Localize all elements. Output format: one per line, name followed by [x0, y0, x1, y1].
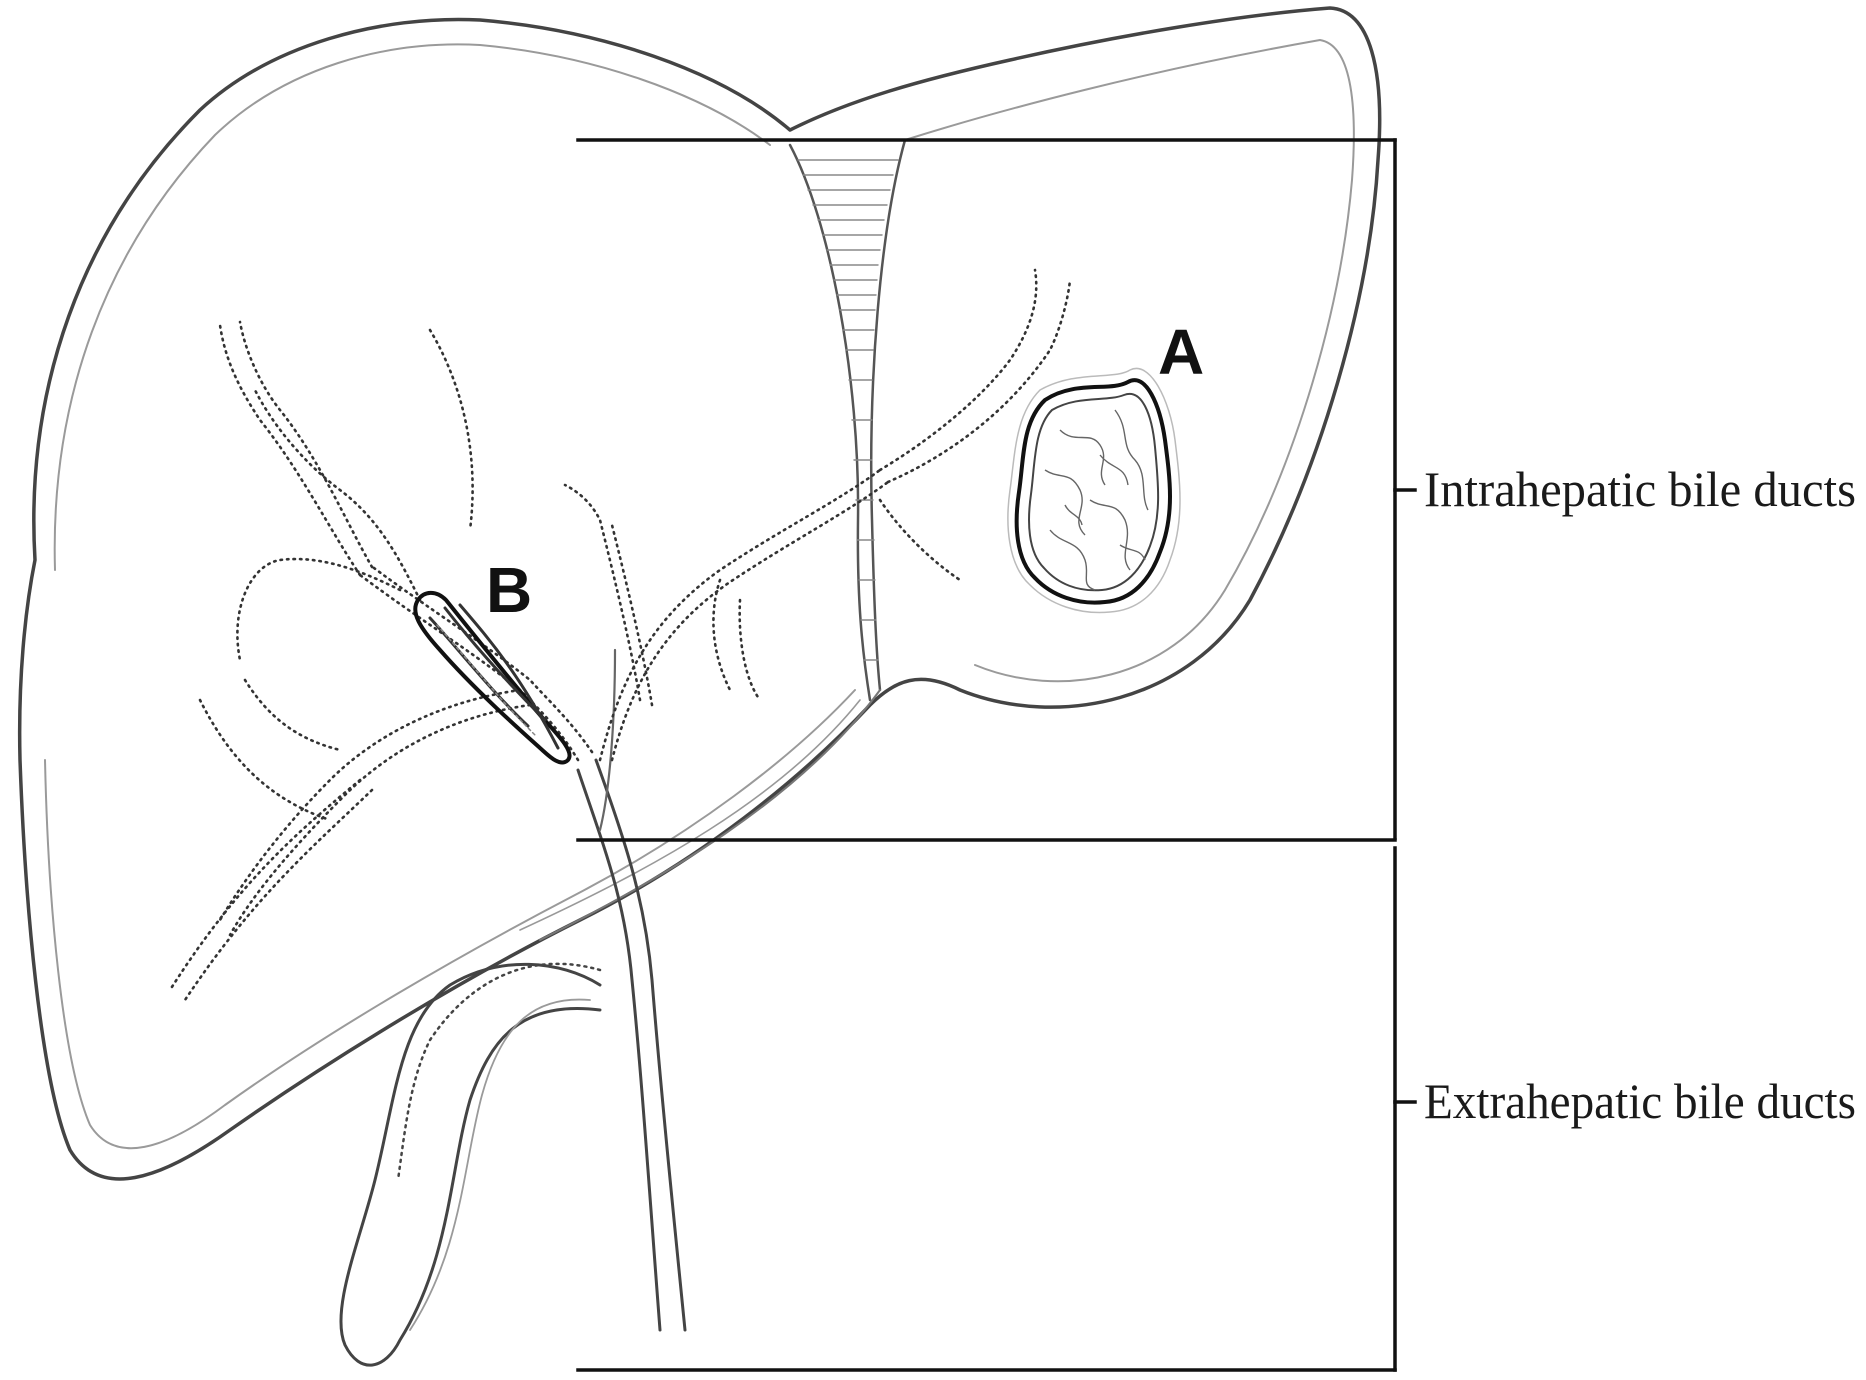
right-duct-branch-1	[220, 325, 360, 575]
intrahepatic-label: Intrahepatic bile ducts	[1424, 461, 1856, 517]
liver-inner-edge	[55, 44, 770, 570]
left-duct-down-1	[880, 500, 960, 580]
tumor-a-texture	[1045, 410, 1148, 590]
right-duct-branch-5	[220, 690, 520, 920]
left-duct-down-2	[713, 580, 730, 690]
falciform-ligament-right	[871, 140, 905, 690]
left-duct-up-1	[880, 270, 1036, 470]
right-duct-main-b	[370, 565, 592, 752]
ligament-striations	[798, 160, 898, 660]
tumor-a-outline-2	[1029, 394, 1158, 590]
liver-outer-edge	[20, 8, 1380, 1179]
cystic-duct-dotted	[398, 964, 600, 1180]
region-brackets	[578, 140, 1415, 1370]
extrahepatic-label: Extrahepatic bile ducts	[1424, 1073, 1856, 1129]
left-duct-main-b	[612, 482, 888, 760]
right-duct-branch-7	[200, 700, 330, 820]
right-duct-branch-3	[255, 390, 420, 600]
falciform-ligament-left	[790, 145, 870, 700]
right-duct-branch-6b	[185, 790, 372, 1000]
right-duct-main-a	[360, 575, 578, 760]
tumor-a-label: A	[1158, 316, 1204, 388]
intrahepatic-ducts	[170, 270, 1070, 1000]
tumor-a-outline	[1017, 380, 1170, 602]
liver-outline	[20, 8, 1380, 1179]
common-bile-duct-right	[596, 760, 685, 1330]
right-duct-branch-4	[430, 330, 473, 530]
right-duct-branch-8	[245, 680, 340, 750]
left-lobe-inner-edge	[905, 40, 1354, 681]
right-duct-branch-2	[237, 559, 400, 660]
gallbladder-inner	[410, 1000, 590, 1330]
left-duct-top	[565, 485, 640, 700]
gallbladder-outline	[341, 964, 600, 1365]
extrahepatic-ducts	[578, 650, 685, 1330]
gallbladder	[341, 964, 600, 1365]
left-duct-down-3	[740, 600, 760, 700]
tumor-a-mass	[1008, 368, 1180, 612]
left-duct-up-2	[888, 280, 1070, 482]
liver-inner-edge-lower	[45, 690, 855, 1148]
hilar-ridge-1	[540, 690, 880, 940]
right-duct-branch-1b	[240, 322, 372, 567]
tumor-b-label: B	[486, 554, 532, 626]
right-duct-branch-6	[170, 780, 360, 990]
left-duct-top-b	[612, 525, 652, 705]
